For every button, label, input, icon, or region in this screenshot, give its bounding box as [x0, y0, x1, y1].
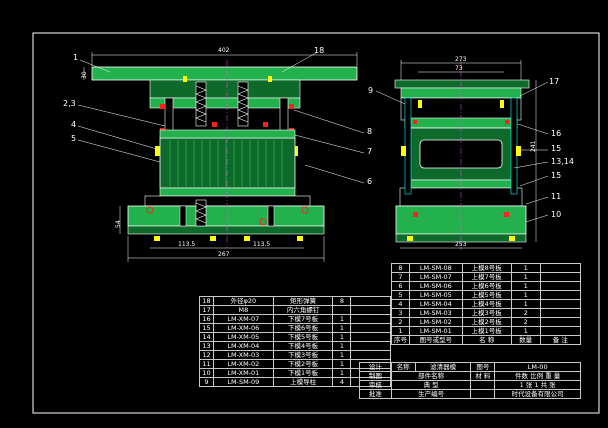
dim-width: 402	[218, 47, 230, 54]
callout-17: 17	[549, 77, 560, 86]
dim-left-half: 113.5	[178, 241, 196, 248]
callout-10: 10	[551, 210, 562, 219]
dim-right-half: 113.5	[253, 241, 271, 248]
callout-15a: 15	[551, 144, 562, 153]
dim-bottom: 267	[218, 251, 230, 258]
side-dim-bottom: 253	[455, 241, 467, 248]
side-dim-top1: 273	[455, 56, 467, 63]
parts-table-header: 序号 图号或型号 名 称 数量 备 注	[391, 335, 582, 345]
callout-8: 8	[367, 127, 373, 136]
mold-body	[159, 137, 296, 189]
callout-1: 1	[73, 53, 79, 62]
side-dim-height: 241	[530, 140, 537, 152]
callout-5: 5	[71, 134, 77, 143]
callout-15b: 15	[551, 171, 562, 180]
callout-7: 7	[367, 147, 373, 156]
company-name: 时代设备有限公司	[494, 389, 581, 399]
top-plate	[91, 66, 358, 81]
callout-18: 18	[314, 46, 325, 55]
callout-16: 16	[551, 129, 562, 138]
title-block: 设计 名称 滤清器模 图号 LM-00 制图 部件名称 材 料 件数 比例 重 …	[359, 362, 581, 399]
callout-13-14: 13,14	[551, 157, 574, 166]
callout-9: 9	[368, 86, 374, 95]
callout-2-3: 2,3	[63, 99, 76, 108]
dim-base-height: 54	[115, 220, 122, 228]
drawing-border	[32, 32, 600, 414]
springs	[195, 81, 249, 127]
callout-6: 6	[367, 177, 373, 186]
dim-plate-height: 30	[81, 71, 88, 79]
front-view	[77, 52, 365, 262]
tb-design: 设计	[359, 362, 392, 372]
callout-4: 4	[71, 120, 77, 129]
side-dim-top2: 73	[455, 65, 463, 72]
upper-plate	[149, 79, 301, 99]
side-view	[375, 60, 549, 250]
callout-11: 11	[551, 192, 562, 201]
